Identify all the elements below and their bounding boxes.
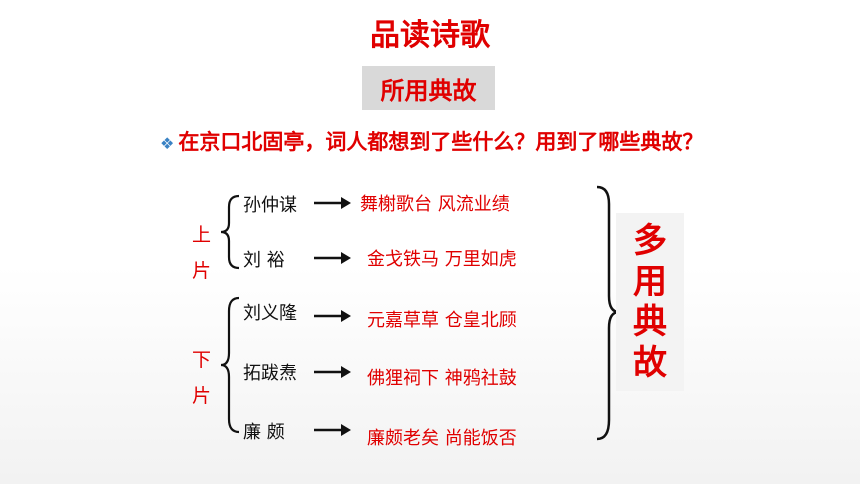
upper-row-1-name: 孙仲谋 <box>243 195 297 216</box>
lower-row-3-allusion: 廉颇老矣 尚能饭否 <box>367 428 517 449</box>
lower-row-3-name: 廉 颇 <box>243 422 285 443</box>
question-text: ❖在京口北固亭，词人都想到了些什么？用到了哪些典故？ <box>160 128 800 158</box>
upper-row-1-allusion: 舞榭歌台 风流业绩 <box>360 194 510 215</box>
conclusion-char-4: 故 <box>633 342 667 383</box>
upper-label-top: 上 <box>192 224 212 246</box>
section-heading-label: 所用典故 <box>380 76 477 105</box>
upper-brace-icon <box>220 194 240 270</box>
lower-row-1-allusion: 元嘉草草 仓皇北顾 <box>367 310 517 331</box>
conclusion-char-1: 多 <box>633 221 667 262</box>
question-label: 在京口北固亭，词人都想到了些什么？用到了哪些典故？ <box>178 130 704 154</box>
conclusion-box: 多 用 典 故 <box>616 213 684 391</box>
lower-label-top: 下 <box>192 349 212 371</box>
arrow-right-icon <box>314 424 351 436</box>
lower-row-2-name: 拓跋焘 <box>243 363 297 384</box>
arrow-right-icon <box>314 252 351 264</box>
conclusion-char-3: 典 <box>633 302 667 343</box>
arrow-right-icon <box>314 366 351 378</box>
upper-row-2-allusion: 金戈铁马 万里如虎 <box>367 249 517 270</box>
lower-brace-icon <box>220 296 240 434</box>
upper-row-2-name: 刘 裕 <box>243 250 285 271</box>
page-title: 品读诗歌 <box>370 18 490 53</box>
upper-label-bottom: 片 <box>192 260 212 282</box>
lower-label-bottom: 片 <box>192 385 212 407</box>
arrow-right-icon <box>314 197 351 209</box>
lower-row-2-allusion: 佛狸祠下 神鸦社鼓 <box>367 368 517 389</box>
lower-row-1-name: 刘义隆 <box>243 303 297 324</box>
section-heading: 所用典故 <box>362 66 495 110</box>
conclusion-char-2: 用 <box>633 261 667 302</box>
arrow-right-icon <box>314 310 351 322</box>
diamond-bullet-icon: ❖ <box>160 134 175 153</box>
